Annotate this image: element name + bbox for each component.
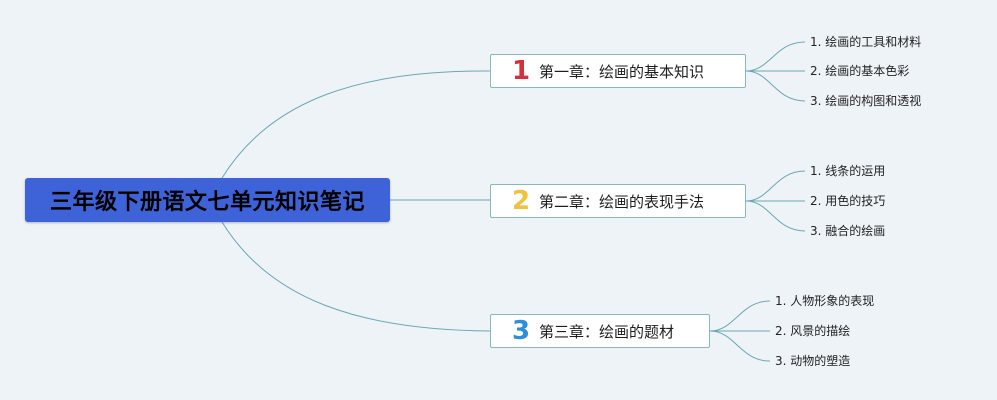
chapter-node-2[interactable]: 2 第二章：绘画的表现手法 [490,184,746,218]
chapter-node-3[interactable]: 3 第三章：绘画的题材 [490,314,710,348]
chapter-title-3: 第三章：绘画的题材 [539,322,675,341]
chapter-number-1: 1 [511,56,531,86]
topic-node[interactable]: 2. 用色的技巧 [810,194,886,208]
chapter-number-3: 3 [511,316,531,346]
root-topic-label: 三年级下册语文七单元知识笔记 [49,190,365,215]
topic-node[interactable]: 3. 绘画的构图和透视 [810,94,922,108]
chapter-title-2: 第二章：绘画的表现手法 [539,192,705,211]
connector-ch2-topic-3 [745,200,806,232]
connector-root-chapter-1 [221,70,491,179]
connector-ch2-topic-1 [745,170,806,202]
topic-node[interactable]: 2. 绘画的基本色彩 [810,64,910,78]
topic-node[interactable]: 2. 风景的描绘 [775,324,851,338]
connector-ch3-topic-1 [709,300,771,332]
root-topic[interactable]: 三年级下册语文七单元知识笔记 [25,178,390,222]
topic-node[interactable]: 1. 人物形象的表现 [775,294,875,308]
topic-node[interactable]: 1. 线条的运用 [810,164,886,178]
connector-root-chapter-3 [221,221,491,332]
connector-ch1-topic-1 [745,41,806,72]
topic-node[interactable]: 3. 融合的绘画 [810,224,886,238]
chapter-number-2: 2 [511,186,531,216]
topic-node[interactable]: 1. 绘画的工具和材料 [810,35,922,49]
connector-ch3-topic-3 [709,330,771,362]
chapter-title-1: 第一章：绘画的基本知识 [539,62,705,81]
chapter-node-1[interactable]: 1 第一章：绘画的基本知识 [490,54,746,88]
connector-ch1-topic-3 [745,70,806,102]
topic-node[interactable]: 3. 动物的塑造 [775,354,851,368]
